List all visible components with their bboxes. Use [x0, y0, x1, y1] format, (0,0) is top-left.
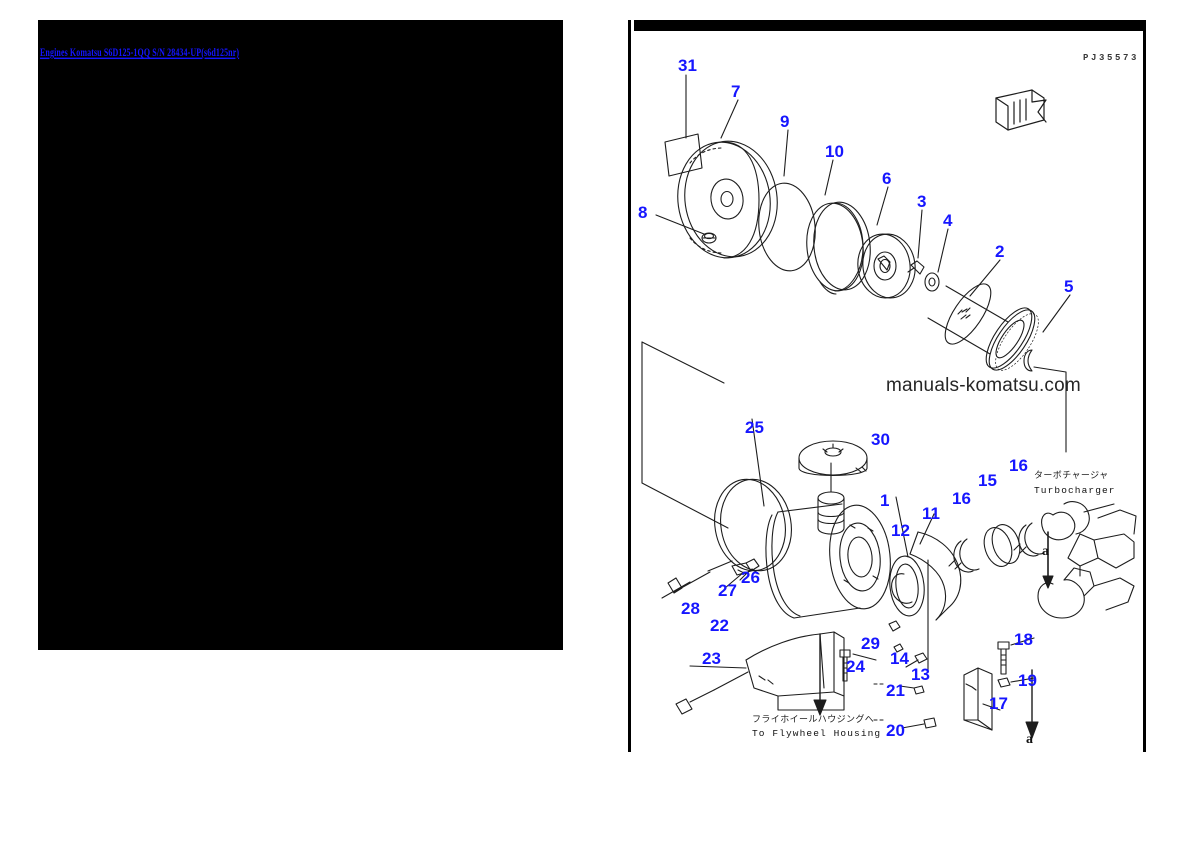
- callout-number-9: 9: [780, 112, 790, 131]
- callout-number-10: 10: [825, 142, 844, 161]
- callout-number-22: 22: [710, 616, 729, 635]
- page-title-link[interactable]: Engines Komatsu S6D125-1QQ S/N 28434-UP(…: [40, 46, 240, 60]
- flywheel-housing-label-en: To Flywheel Housing: [752, 728, 882, 739]
- callout-number-13: 13: [911, 665, 930, 684]
- callout-number-16: 16: [1009, 456, 1028, 475]
- callout-number-6: 6: [882, 169, 892, 188]
- callout-number-1: 1: [880, 491, 890, 510]
- watermark: manuals-komatsu.com: [886, 375, 1081, 396]
- diagram-artwork: [628, 20, 1146, 752]
- turbocharger-label-jp: ターボチャージャ: [1034, 471, 1109, 481]
- callout-number-15: 15: [978, 471, 997, 490]
- diagram-right-rule: [1143, 20, 1146, 752]
- diagram-left-rule: [628, 20, 631, 752]
- drawing-code: PJ35573: [1083, 53, 1140, 63]
- diagram-top-rule: [634, 20, 1146, 31]
- callout-number-14: 14: [890, 649, 909, 668]
- turbocharger-label-en: Turbocharger: [1034, 485, 1116, 496]
- callout-number-27: 27: [718, 581, 737, 600]
- callout-number-30: 30: [871, 430, 890, 449]
- parts-diagram: PJ35573 manuals-komatsu.com ターボチャージャ Tur…: [628, 20, 1146, 752]
- callout-number-25: 25: [745, 418, 764, 437]
- callout-number-3: 3: [917, 192, 927, 211]
- callout-number-26: 26: [741, 568, 760, 587]
- callout-number-11: 11: [922, 504, 940, 523]
- callout-number-31: 31: [678, 56, 697, 75]
- callout-number-23: 23: [702, 649, 721, 668]
- section-letter-a-lower: a: [1026, 732, 1033, 747]
- flywheel-housing-label-jp: フライホイールハウジングへ: [752, 715, 875, 725]
- callout-number-17: 17: [989, 694, 1008, 713]
- callout-number-8: 8: [638, 203, 648, 222]
- callout-number-19: 19: [1018, 671, 1037, 690]
- callout-number-24: 24: [846, 657, 865, 676]
- callout-number-5: 5: [1064, 277, 1074, 296]
- callout-number-21: 21: [886, 681, 905, 700]
- callout-number-7: 7: [731, 82, 741, 101]
- callout-number-28: 28: [681, 599, 700, 618]
- callout-number-12: 12: [891, 521, 910, 540]
- callout-number-18: 18: [1014, 630, 1033, 649]
- callout-number-16: 16: [952, 489, 971, 508]
- section-letter-a-upper: a: [1042, 544, 1049, 559]
- callout-number-4: 4: [943, 211, 953, 230]
- callout-number-2: 2: [995, 242, 1005, 261]
- left-black-pane: Engines Komatsu S6D125-1QQ S/N 28434-UP(…: [38, 20, 563, 650]
- callout-number-29: 29: [861, 634, 880, 653]
- callout-number-20: 20: [886, 721, 905, 740]
